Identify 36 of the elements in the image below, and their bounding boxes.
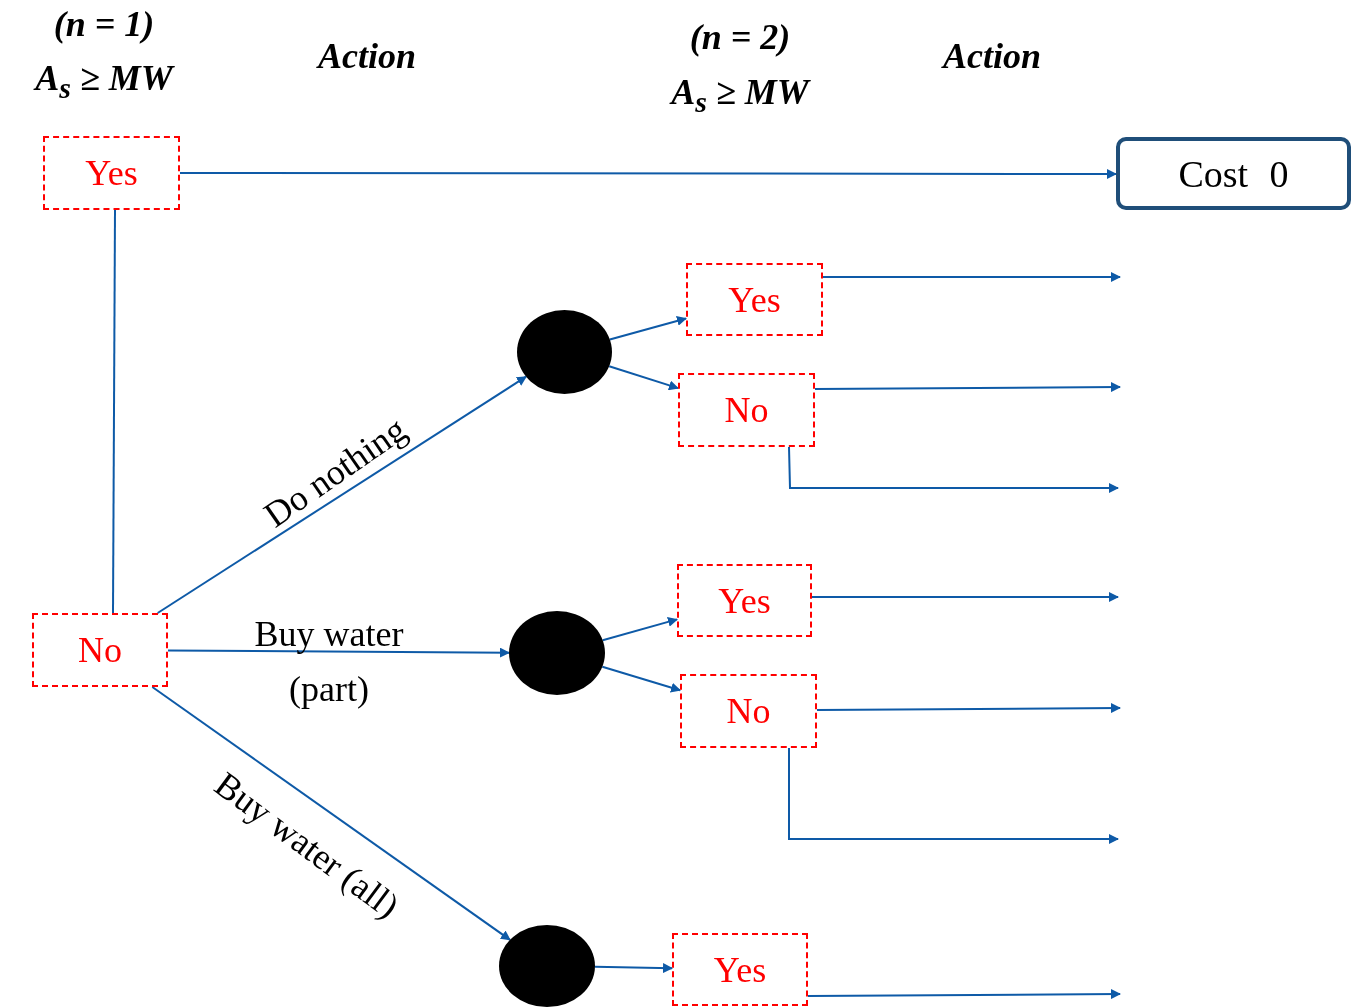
connector-line: [112, 209, 116, 614]
arrow: [814, 382, 1121, 393]
arrow: [151, 686, 511, 941]
arrow: [788, 747, 1119, 844]
arrow: [608, 365, 679, 391]
decision-box: Yes: [686, 263, 823, 336]
arrow: [179, 169, 1117, 179]
arrow: [807, 989, 1121, 1000]
arrow: [788, 446, 1119, 493]
decision-box: No: [32, 613, 168, 687]
edge-label: Buy water (all): [206, 762, 408, 928]
arrow: [816, 703, 1121, 714]
column-header: Action: [315, 35, 417, 78]
arrow: [601, 665, 681, 693]
arrow: [167, 647, 510, 658]
decision-box: No: [680, 674, 817, 748]
column-header: Action: [940, 35, 1042, 78]
decision-box: Yes: [672, 933, 808, 1006]
column-header: (n = 1): [52, 3, 156, 46]
arrow: [156, 375, 528, 614]
arrow: [811, 592, 1119, 602]
column-header: A$_{s}$ ≥ MW: [668, 71, 812, 121]
decision-box: No: [678, 373, 815, 447]
decision-box: Yes: [677, 564, 812, 637]
arrow: [601, 617, 678, 642]
decision-box: Yes: [43, 136, 180, 210]
chance-node: [517, 310, 612, 394]
column-header: (n = 2): [688, 16, 792, 59]
chance-node: [499, 925, 595, 1007]
arrow: [594, 963, 673, 974]
arrow: [608, 316, 687, 341]
column-header: A$_{s}$ ≥ MW: [32, 57, 176, 107]
chance-node: [509, 611, 605, 695]
edge-label: Buy water (part): [253, 613, 405, 711]
arrow: [822, 272, 1121, 282]
outcome-box: Cost 0: [1116, 137, 1351, 210]
